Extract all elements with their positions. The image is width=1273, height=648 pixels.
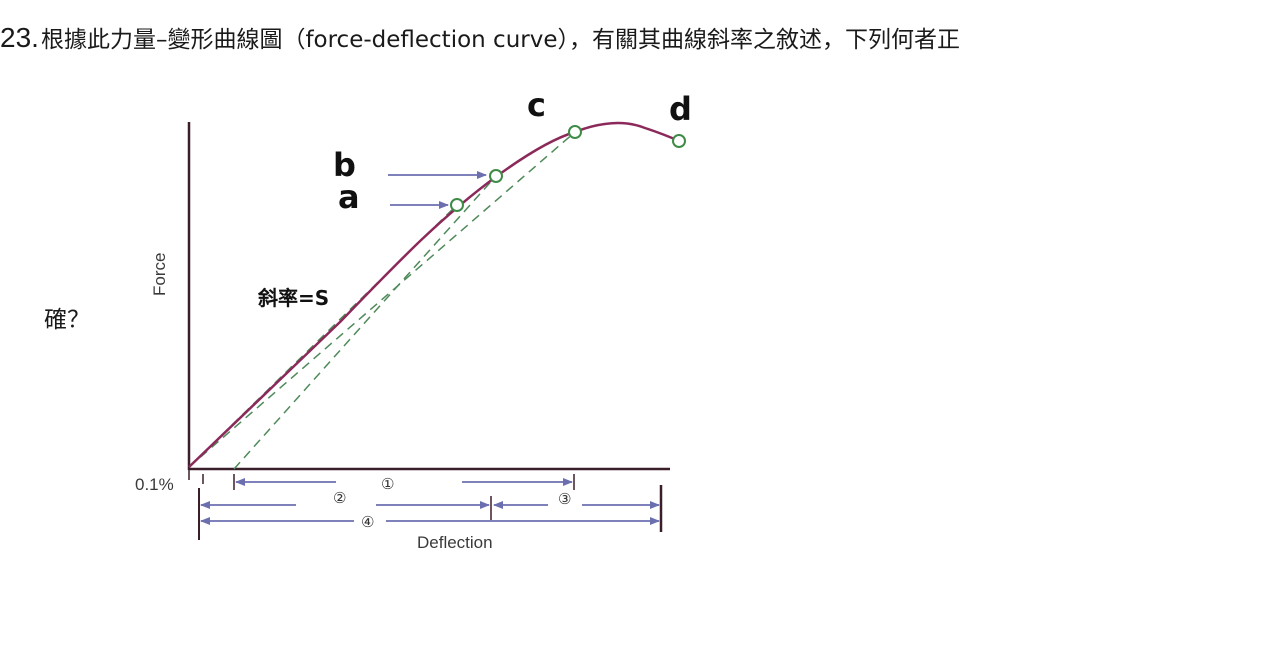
label-d: d: [669, 90, 692, 128]
question-text: 根據此力量–變形曲線圖（force-deflection curve），有關其曲…: [40, 27, 960, 53]
range1-label: ①: [381, 475, 394, 493]
range4-label: ④: [361, 513, 374, 531]
point-c-marker: [568, 125, 582, 139]
question-text-continuation: 確？: [44, 307, 90, 333]
question-23: 23.根據此力量–變形曲線圖（force-deflection curve），有…: [0, 20, 960, 54]
point-a-marker: [450, 198, 464, 212]
dashed-line-b: [233, 175, 497, 470]
label-a: a: [338, 178, 360, 216]
point-d-marker: [672, 134, 686, 148]
slope-label: 斜率=S: [257, 286, 329, 310]
x-axis-label: Deflection: [417, 533, 493, 552]
range3-label: ③: [558, 490, 571, 508]
range2-label: ②: [333, 489, 346, 507]
point-b-marker: [489, 169, 503, 183]
dashed-line-c: [188, 131, 576, 468]
question-number: 23.: [0, 22, 39, 53]
offset-label: 0.1%: [135, 475, 174, 494]
label-c: c: [527, 86, 546, 124]
force-deflection-curve: [188, 121, 680, 468]
y-axis-label: Force: [150, 253, 169, 296]
label-b: b: [333, 146, 356, 184]
